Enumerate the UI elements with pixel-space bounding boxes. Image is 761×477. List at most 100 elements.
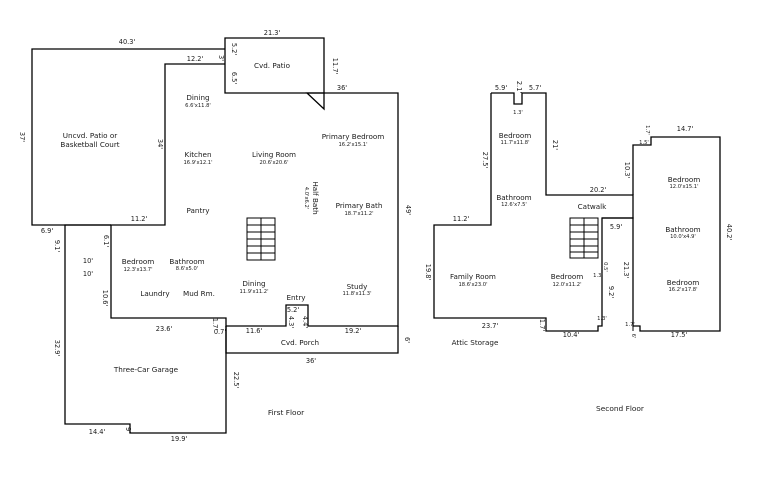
dimension-label: 23.7' bbox=[482, 322, 499, 330]
dimension-label: 10.3' bbox=[623, 162, 631, 179]
dimension-label: 6' bbox=[403, 337, 411, 343]
dimension-label: 6.5' bbox=[230, 72, 238, 84]
dimension-label: 1.3' bbox=[593, 273, 603, 279]
room-label: Bedroom bbox=[551, 272, 584, 281]
dimension-label: 1.7' bbox=[644, 125, 650, 135]
room-label: Bedroom bbox=[122, 257, 155, 266]
room-label: Laundry bbox=[140, 289, 170, 298]
dimension-label: 3' bbox=[217, 55, 225, 61]
room-label: Bedroom bbox=[668, 175, 701, 184]
room-label: Bedroom bbox=[667, 278, 700, 287]
room-label: Study bbox=[347, 282, 368, 291]
room-label: Living Room bbox=[252, 150, 296, 159]
room-label: Uncvd. Patio or bbox=[63, 131, 117, 140]
dimension-label: 32.9' bbox=[53, 340, 61, 357]
dimension-label: 20.2' bbox=[590, 186, 607, 194]
dimension-label: 14.7' bbox=[677, 125, 694, 133]
room-label: Kitchen bbox=[184, 150, 211, 159]
dimension-label: 5.9' bbox=[495, 84, 507, 92]
dimension-label: 17.5' bbox=[671, 331, 688, 339]
dimension-label: 1.3' bbox=[597, 316, 607, 322]
room-size: 4.0'x6.2' bbox=[303, 187, 309, 209]
first-floor-room-labels: Uncvd. Patio or Basketball Court Cvd. Pa… bbox=[60, 61, 384, 374]
dimension-label: 5.9' bbox=[610, 223, 622, 231]
room-size: 11.8'x11.3' bbox=[342, 291, 371, 297]
room-size: 11.9'x11.2' bbox=[239, 289, 268, 295]
dimension-label: 0.7' bbox=[214, 328, 226, 336]
room-label: Dining bbox=[242, 279, 265, 288]
room-label: Cvd. Patio bbox=[254, 61, 290, 70]
dimension-label: 19.2' bbox=[345, 327, 362, 335]
room-size: 12.3'x13.7' bbox=[123, 267, 152, 273]
dimension-label: 21.3' bbox=[622, 262, 630, 279]
dimension-label: 37' bbox=[18, 132, 26, 142]
room-label: Primary Bedroom bbox=[322, 132, 385, 141]
dimension-label: 10' bbox=[83, 270, 93, 278]
dimension-label: 27.5' bbox=[481, 152, 489, 169]
room-size: 8.6'x5.0' bbox=[176, 266, 198, 272]
dimension-label: 2.1' bbox=[515, 81, 523, 93]
dimension-label: 1.5' bbox=[639, 140, 649, 146]
dimension-label: 11.2' bbox=[131, 215, 148, 223]
dimension-label: 1.3' bbox=[513, 110, 523, 116]
dimension-label: 14.4' bbox=[89, 428, 106, 436]
room-label: Bedroom bbox=[499, 131, 532, 140]
room-label: Attic Storage bbox=[452, 338, 499, 347]
second-floor-title: Second Floor bbox=[596, 404, 645, 413]
dimension-label: 5.7' bbox=[529, 84, 541, 92]
dimension-label: 40.3' bbox=[119, 38, 136, 46]
room-size: 18.6'x23.0' bbox=[458, 282, 487, 288]
house-outline bbox=[110, 63, 399, 327]
dimension-label: 9' bbox=[124, 427, 132, 433]
dimension-label: 49' bbox=[404, 205, 412, 215]
room-size: 16.2'x17.8' bbox=[668, 287, 697, 293]
first-floor-walls bbox=[31, 37, 399, 434]
dimension-label: 21.3' bbox=[264, 29, 281, 37]
room-label: Basketball Court bbox=[60, 140, 119, 149]
room-label: Mud Rm. bbox=[183, 289, 215, 298]
room-size: 10.0'x4.9' bbox=[670, 234, 696, 240]
dimension-label: 11.6' bbox=[246, 327, 263, 335]
dimension-label: 19.8' bbox=[424, 264, 432, 281]
dimension-label: 21' bbox=[551, 140, 559, 150]
dimension-label: 5.2' bbox=[230, 43, 238, 55]
dimension-label: 4.4' bbox=[301, 316, 309, 328]
room-label: Bathroom bbox=[169, 257, 204, 266]
second-floor-walls bbox=[433, 92, 721, 332]
dimension-label: 23.6' bbox=[156, 325, 173, 333]
dimension-label: 10.6' bbox=[101, 290, 109, 307]
room-size: 11.7'x11.8' bbox=[500, 140, 529, 146]
second-floor-room-labels: Bedroom 11.7'x11.8' Bathroom 12.6'x7.5' … bbox=[450, 131, 701, 347]
room-label: Three-Car Garage bbox=[113, 365, 179, 374]
dimension-label: 10' bbox=[83, 257, 93, 265]
dimension-label: 40.2' bbox=[725, 224, 733, 241]
dimension-label: 4.3' bbox=[287, 316, 295, 328]
uncovered-patio-outline bbox=[31, 48, 225, 226]
dimension-label: 11.2' bbox=[453, 215, 470, 223]
dimension-label: 5.2' bbox=[287, 306, 299, 314]
room-size: 12.0'x15.1' bbox=[669, 184, 698, 190]
dimension-label: 34' bbox=[156, 139, 164, 149]
dimension-label: 6' bbox=[630, 334, 636, 339]
dimension-label: 1.7' bbox=[211, 318, 219, 330]
room-size: 18.7'x11.2' bbox=[344, 211, 373, 217]
dimension-label: 36' bbox=[337, 84, 347, 92]
second-floor-east-wing bbox=[602, 136, 721, 332]
dimension-label: 9.2' bbox=[607, 286, 615, 298]
dimension-label: 6.1' bbox=[102, 235, 110, 247]
room-label: Catwalk bbox=[578, 202, 608, 211]
dimension-label: 9.1' bbox=[53, 240, 61, 252]
dimension-label: 19.9' bbox=[171, 435, 188, 443]
room-label: Bathroom bbox=[665, 225, 700, 234]
room-size: 16.9'x12.1' bbox=[183, 160, 212, 166]
room-label: Family Room bbox=[450, 272, 496, 281]
dimension-label: 10.4' bbox=[563, 331, 580, 339]
first-floor-title: First Floor bbox=[268, 408, 305, 417]
dimension-label: 22.5' bbox=[232, 372, 240, 389]
room-label: Pantry bbox=[187, 206, 211, 215]
dimension-label: 36' bbox=[306, 357, 316, 365]
room-size: 12.6'x7.5' bbox=[501, 202, 527, 208]
second-floor-dimensions: 5.9' 2.1' 5.7' 1.3' 27.5' 21' 20.2' 11.2… bbox=[424, 81, 733, 339]
